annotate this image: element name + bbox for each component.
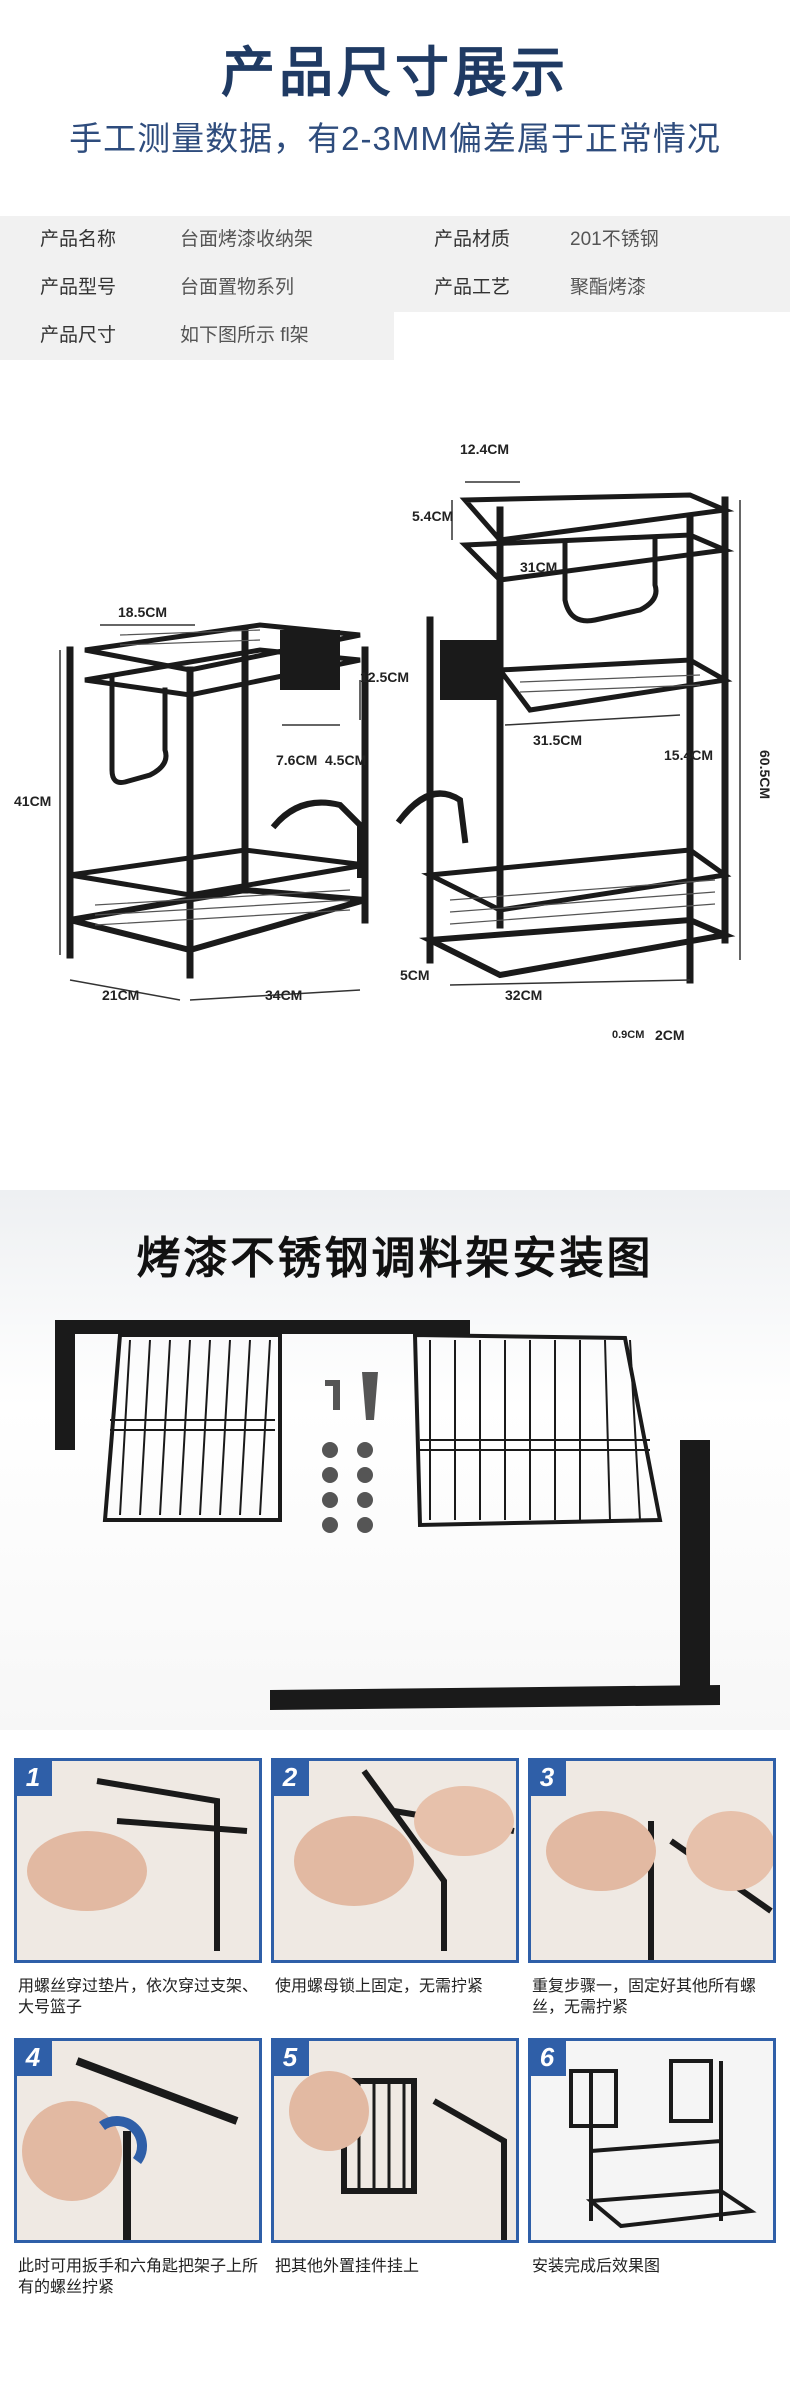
spec-key: 产品名称 bbox=[0, 216, 158, 264]
spec-row: 产品名称 台面烤漆收纳架 产品材质 201不锈钢 bbox=[0, 216, 790, 264]
dim-label: 31CM bbox=[520, 559, 557, 575]
spec-key: 产品工艺 bbox=[394, 264, 544, 312]
parts-diagram bbox=[55, 1320, 720, 1710]
install-title: 烤漆不锈钢调料架安装图 bbox=[136, 1234, 654, 1283]
spec-value: 聚酯烤漆 bbox=[544, 264, 790, 312]
step-description: 安装完成后效果图 bbox=[532, 2258, 661, 2275]
dim-label: 5CM bbox=[400, 967, 430, 983]
page-subtitle: 手工测量数据，有2-3MM偏差属于正常情况 bbox=[69, 120, 721, 157]
step-photo bbox=[14, 2038, 262, 2243]
spec-table: 产品名称 台面烤漆收纳架 产品材质 201不锈钢 产品型号 台面置物系列 产品工… bbox=[0, 216, 790, 360]
step-description: 重复步骤一，固定好其他所有螺丝，无需拧紧 bbox=[532, 1978, 757, 2016]
step-number: 4 bbox=[14, 2038, 52, 2076]
dim-label: 12.5CM bbox=[360, 669, 409, 685]
dim-label: 4.5CM bbox=[325, 752, 366, 768]
spec-row: 产品尺寸 如下图所示 fl架 bbox=[0, 312, 790, 360]
step-description: 把其他外置挂件挂上 bbox=[275, 2258, 420, 2275]
dim-label: 5.4CM bbox=[412, 508, 453, 524]
dim-label: 18.5CM bbox=[118, 604, 167, 620]
dim-label: 7.6CM bbox=[276, 752, 317, 768]
step-number: 1 bbox=[14, 1758, 52, 1796]
dimension-drawing: 18.5CM 12.5CM 41CM 7.6CM 4.5CM 21CM 34CM… bbox=[14, 441, 773, 1043]
spec-value: 台面置物系列 bbox=[158, 264, 394, 312]
step-description: 用螺丝穿过垫片，依次穿过支架、大号篮子 bbox=[18, 1978, 259, 2016]
dim-label: 21CM bbox=[102, 987, 139, 1003]
dim-label: 31.5CM bbox=[533, 732, 582, 748]
spec-row: 产品型号 台面置物系列 产品工艺 聚酯烤漆 bbox=[0, 264, 790, 312]
step-photo bbox=[14, 1758, 262, 1963]
step-number: 5 bbox=[271, 2038, 309, 2076]
step-description: 使用螺母锁上固定，无需拧紧 bbox=[275, 1978, 484, 1995]
spec-value: 台面烤漆收纳架 bbox=[158, 216, 394, 264]
dim-label: 2CM bbox=[655, 1027, 685, 1043]
step-description: 此时可用扳手和六角匙把架子上所有的螺丝拧紧 bbox=[18, 2258, 259, 2296]
dim-label: 34CM bbox=[265, 987, 302, 1003]
dim-label: 12.4CM bbox=[460, 441, 509, 457]
dim-label: 60.5CM bbox=[757, 750, 773, 799]
step-number: 3 bbox=[528, 1758, 566, 1796]
spec-key: 产品型号 bbox=[0, 264, 158, 312]
spec-key: 产品尺寸 bbox=[0, 312, 158, 360]
spec-value: 如下图所示 fl架 bbox=[158, 312, 394, 360]
dim-label: 32CM bbox=[505, 987, 542, 1003]
step-photo bbox=[271, 1758, 519, 1963]
step-photo bbox=[528, 1758, 776, 1963]
dim-label: 41CM bbox=[14, 793, 51, 809]
page-title: 产品尺寸展示 bbox=[221, 43, 569, 103]
spec-key: 产品材质 bbox=[394, 216, 544, 264]
install-section bbox=[0, 1190, 790, 1730]
step-number: 6 bbox=[528, 2038, 566, 2076]
step-photo bbox=[271, 2038, 519, 2243]
dim-label: 0.9CM bbox=[612, 1029, 644, 1041]
step-photo bbox=[528, 2038, 776, 2243]
dim-label: 15.4CM bbox=[664, 747, 713, 763]
spec-value: 201不锈钢 bbox=[544, 216, 790, 264]
step-number: 2 bbox=[271, 1758, 309, 1796]
